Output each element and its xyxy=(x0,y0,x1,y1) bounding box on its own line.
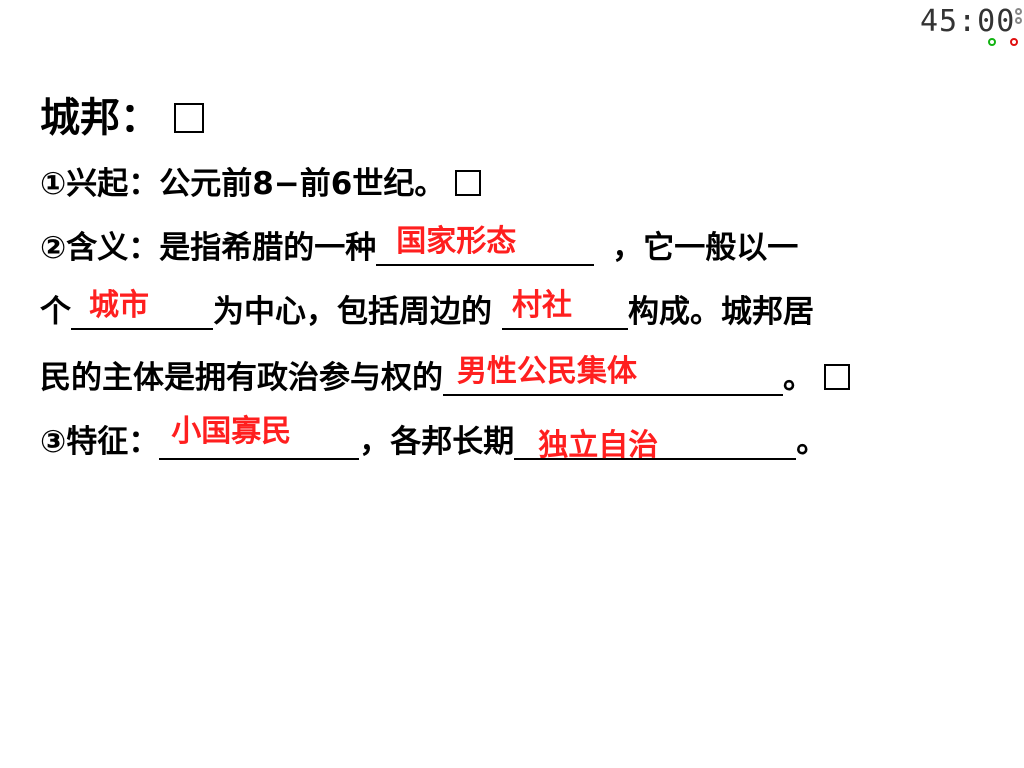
answer-male-citizens: 男性公民集体 xyxy=(457,354,637,389)
composition-line: 个城市 为中心，包括周边的村社 构成。城邦居 xyxy=(40,284,814,340)
blank-village: 村社 xyxy=(502,288,628,330)
blank-male-citizens: 男性公民集体 xyxy=(443,354,783,396)
features-mid: ，各邦长期 xyxy=(359,424,515,460)
citizens-line: 民的主体是拥有政治参与权的男性公民集体 。 xyxy=(40,350,850,406)
blank-small-state: 小国寡民 xyxy=(159,414,360,460)
blank-city: 城市 xyxy=(71,288,213,330)
features-prefix: ③特征： xyxy=(40,424,160,460)
meaning-prefix: ②含义：是指希腊的一种 xyxy=(40,230,377,266)
answer-small-state: 小国寡民 xyxy=(171,414,292,449)
features-suffix: 。 xyxy=(796,424,828,460)
timer-stop-icon[interactable] xyxy=(1010,38,1018,46)
checkbox-square-icon xyxy=(455,170,482,196)
line3-mid: 为中心，包括周边的 xyxy=(213,294,492,330)
timer-display: 45:00 xyxy=(920,4,1016,39)
rise-line: ①兴起：公元前8−前6世纪。 xyxy=(40,156,482,212)
countdown-timer: 45:00 xyxy=(920,2,1024,48)
blank-autonomy: 独立自治 xyxy=(514,418,797,463)
page-title: 城邦： xyxy=(40,90,204,146)
answer-village: 村社 xyxy=(512,288,572,323)
rise-text: ①兴起：公元前8−前6世纪。 xyxy=(40,166,446,202)
checkbox-square-icon xyxy=(824,364,850,390)
line3-prefix: 个 xyxy=(40,294,71,330)
answer-state-form: 国家形态 xyxy=(396,224,517,259)
meaning-suffix: ，它一般以一 xyxy=(612,230,799,266)
timer-reset-icon[interactable] xyxy=(1015,17,1022,24)
meaning-line: ②含义：是指希腊的一种国家形态 ，它一般以一 xyxy=(40,220,798,276)
answer-city: 城市 xyxy=(89,288,149,323)
timer-start-icon[interactable] xyxy=(988,38,996,46)
checkbox-square-icon xyxy=(174,103,204,133)
line4-prefix: 民的主体是拥有政治参与权的 xyxy=(40,360,443,396)
line3-suffix: 构成。城邦居 xyxy=(628,294,814,330)
line4-suffix: 。 xyxy=(783,360,814,396)
timer-settings-icon[interactable] xyxy=(1015,8,1022,15)
answer-autonomy: 独立自治 xyxy=(538,428,659,463)
title-text: 城邦： xyxy=(40,95,160,141)
blank-state-form: 国家形态 xyxy=(376,224,595,266)
features-line: ③特征： 小国寡民 ，各邦长期独立自治 。 xyxy=(40,414,827,470)
